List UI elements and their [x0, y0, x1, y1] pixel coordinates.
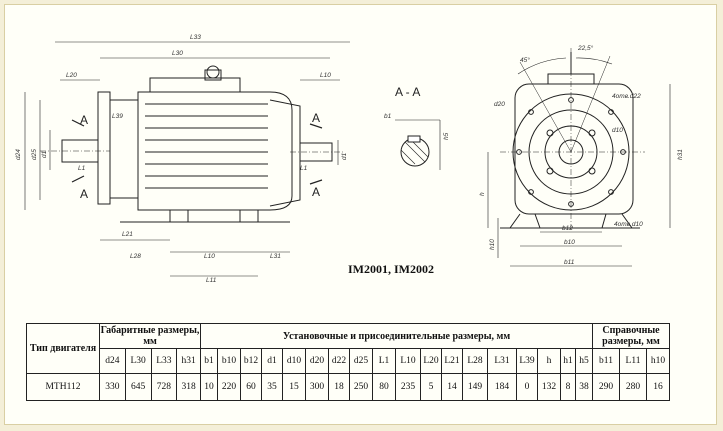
- value-d1: 35: [261, 373, 283, 401]
- group-ref: Справочные размеры, мм: [592, 323, 670, 349]
- value-h10: 16: [646, 373, 670, 401]
- subheader-l33: L33: [150, 348, 178, 374]
- svg-text:A: A: [312, 185, 320, 199]
- svg-text:45°: 45°: [520, 56, 530, 64]
- svg-text:L30: L30: [172, 50, 183, 57]
- value-l28: 149: [462, 373, 488, 401]
- svg-text:L28: L28: [130, 253, 141, 260]
- col-motor-type: Тип двигателя: [26, 323, 100, 374]
- svg-text:L20: L20: [66, 72, 77, 79]
- svg-text:A: A: [80, 187, 88, 201]
- svg-text:A: A: [80, 113, 88, 127]
- subheader-h: h: [537, 348, 561, 374]
- dimensions-table: Тип двигателя Габаритные размеры, мм Уст…: [26, 323, 670, 401]
- svg-text:h31: h31: [677, 149, 684, 160]
- value-h5: 38: [575, 373, 593, 401]
- subheader-l10: L10: [395, 348, 421, 374]
- value-l21: 14: [441, 373, 463, 401]
- subheader-d10: d10: [282, 348, 306, 374]
- value-l30: 645: [124, 373, 152, 401]
- svg-text:b12: b12: [562, 225, 573, 232]
- value-l1: 80: [372, 373, 396, 401]
- subheader-l1: L1: [372, 348, 396, 374]
- svg-text:b10: b10: [564, 239, 575, 246]
- value-l20: 5: [420, 373, 442, 401]
- svg-text:L1: L1: [78, 165, 86, 172]
- group-install: Установочные и присоединительные размеры…: [200, 323, 593, 349]
- value-d24: 330: [99, 373, 126, 401]
- subheader-b11: b11: [592, 348, 620, 374]
- section-label: A - A: [395, 85, 420, 99]
- svg-text:L39: L39: [112, 113, 123, 120]
- svg-text:4отв.d10: 4отв.d10: [614, 221, 643, 228]
- value-d20: 300: [305, 373, 329, 401]
- technical-drawing: L33 L30 L20 L39 L10 L1 L21 L28 L10 L31 L…: [15, 34, 684, 284]
- motor-front-view: [487, 48, 671, 267]
- svg-text:4отв.d22: 4отв.d22: [612, 93, 641, 100]
- subheader-b10: b10: [217, 348, 241, 374]
- svg-text:h: h: [479, 192, 486, 196]
- subheader-h5: h5: [575, 348, 593, 374]
- value-d25: 250: [349, 373, 373, 401]
- svg-text:A: A: [312, 111, 320, 125]
- value-l10: 235: [395, 373, 421, 401]
- subheader-d20: d20: [305, 348, 329, 374]
- subheader-l28: L28: [462, 348, 488, 374]
- value-h1: 8: [560, 373, 576, 401]
- subheader-d1: d1: [261, 348, 283, 374]
- subheader-l21: L21: [441, 348, 463, 374]
- subheader-l11: L11: [619, 348, 647, 374]
- svg-text:b11: b11: [564, 259, 575, 266]
- subheader-h1: h1: [560, 348, 576, 374]
- subheader-d24: d24: [99, 348, 126, 374]
- subheader-h31: h31: [176, 348, 201, 374]
- subheader-l31: L31: [487, 348, 517, 374]
- svg-text:L1: L1: [300, 165, 308, 172]
- subheader-b1: b1: [200, 348, 218, 374]
- value-l39: 0: [516, 373, 538, 401]
- subheader-l20: L20: [420, 348, 442, 374]
- svg-text:h5: h5: [443, 132, 450, 140]
- motor-side-view: [24, 41, 350, 277]
- subheader-b12: b12: [240, 348, 262, 374]
- subheader-l39: L39: [516, 348, 538, 374]
- svg-text:h10: h10: [489, 239, 496, 250]
- svg-text:L10: L10: [204, 253, 215, 260]
- value-h: 132: [537, 373, 561, 401]
- svg-text:L11: L11: [206, 277, 217, 284]
- svg-text:L33: L33: [190, 34, 201, 41]
- subheader-d25: d25: [349, 348, 373, 374]
- section-a-a: [395, 119, 441, 170]
- svg-text:d10: d10: [612, 127, 623, 134]
- svg-text:L31: L31: [270, 253, 281, 260]
- value-b12: 60: [240, 373, 262, 401]
- drawing-caption: IM2001, IM2002: [348, 262, 434, 276]
- value-l31: 184: [487, 373, 517, 401]
- subheader-h10: h10: [646, 348, 670, 374]
- group-gabarit: Габаритные размеры, мм: [99, 323, 201, 349]
- row-motor-name: МТН112: [26, 373, 100, 401]
- value-d10: 15: [282, 373, 306, 401]
- svg-text:d24: d24: [15, 149, 22, 160]
- subheader-d22: d22: [328, 348, 350, 374]
- svg-text:d1: d1: [341, 152, 348, 160]
- value-h31: 318: [176, 373, 201, 401]
- svg-text:d1: d1: [41, 150, 48, 158]
- value-d22: 18: [328, 373, 350, 401]
- value-l33: 728: [150, 373, 178, 401]
- value-b10: 220: [217, 373, 241, 401]
- svg-text:L10: L10: [320, 72, 331, 79]
- value-b11: 290: [592, 373, 620, 401]
- value-b1: 10: [200, 373, 218, 401]
- svg-text:d25: d25: [31, 149, 38, 160]
- svg-text:d20: d20: [494, 101, 505, 108]
- svg-text:L21: L21: [122, 231, 133, 238]
- svg-text:b1: b1: [384, 113, 392, 120]
- svg-text:22,5°: 22,5°: [577, 44, 594, 52]
- subheader-l30: L30: [124, 348, 152, 374]
- value-l11: 280: [619, 373, 647, 401]
